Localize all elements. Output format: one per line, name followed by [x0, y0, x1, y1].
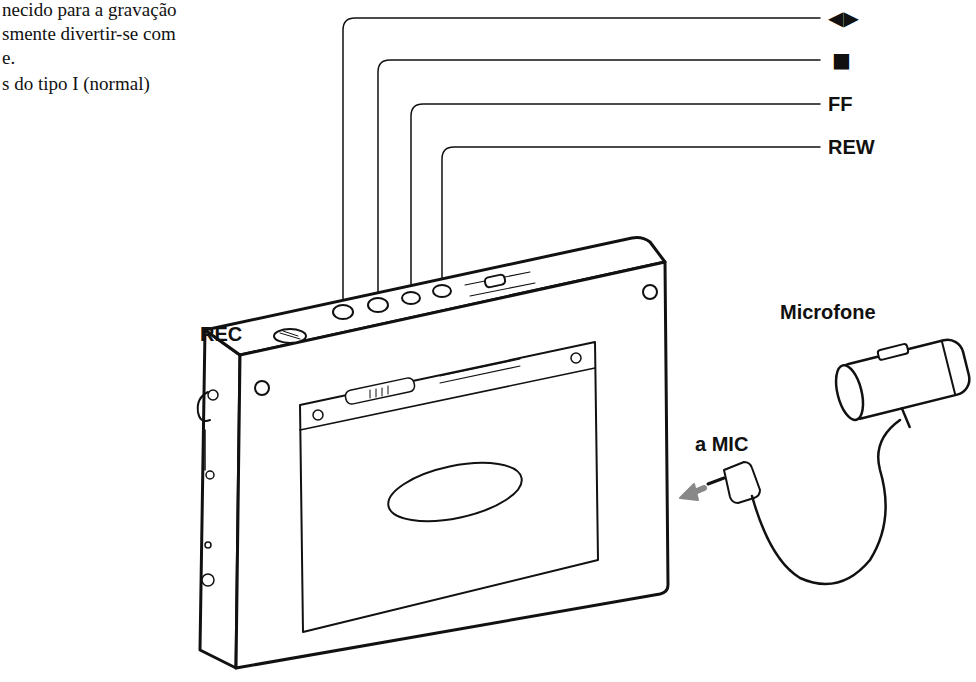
- button-label: REW: [828, 135, 875, 159]
- button-label: ◀▶: [828, 6, 859, 30]
- jack-label: a MIC: [695, 432, 748, 456]
- text-fragment: necido para a gravação smente divertir-s…: [2, 0, 180, 70]
- button-label: FF: [828, 92, 852, 116]
- switch-label: REC: [200, 322, 242, 346]
- button-label: ■: [832, 48, 851, 72]
- part-label: Microfone: [780, 300, 876, 324]
- text-fragment: s do tipo I (normal): [2, 72, 150, 96]
